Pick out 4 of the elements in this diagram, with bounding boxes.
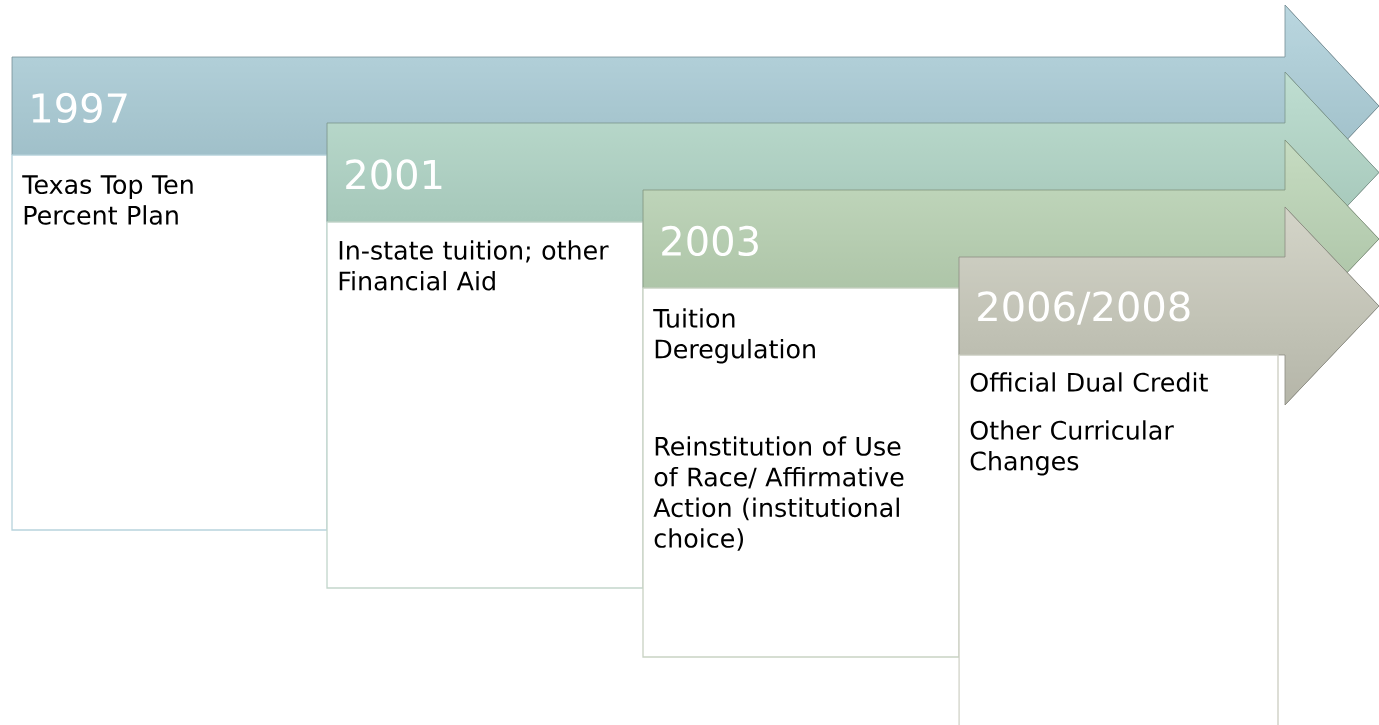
text-box: Texas Top Ten Percent Plan bbox=[11, 154, 328, 531]
text-box: In-state tuition; other Financial Aid bbox=[326, 221, 644, 589]
text-box: Official Dual Credit Other Curricular Changes bbox=[958, 354, 1279, 725]
text-box: Tuition Deregulation Reinstitution of Use of Race/ Affirmative Action (institutional choice) bbox=[642, 287, 960, 658]
